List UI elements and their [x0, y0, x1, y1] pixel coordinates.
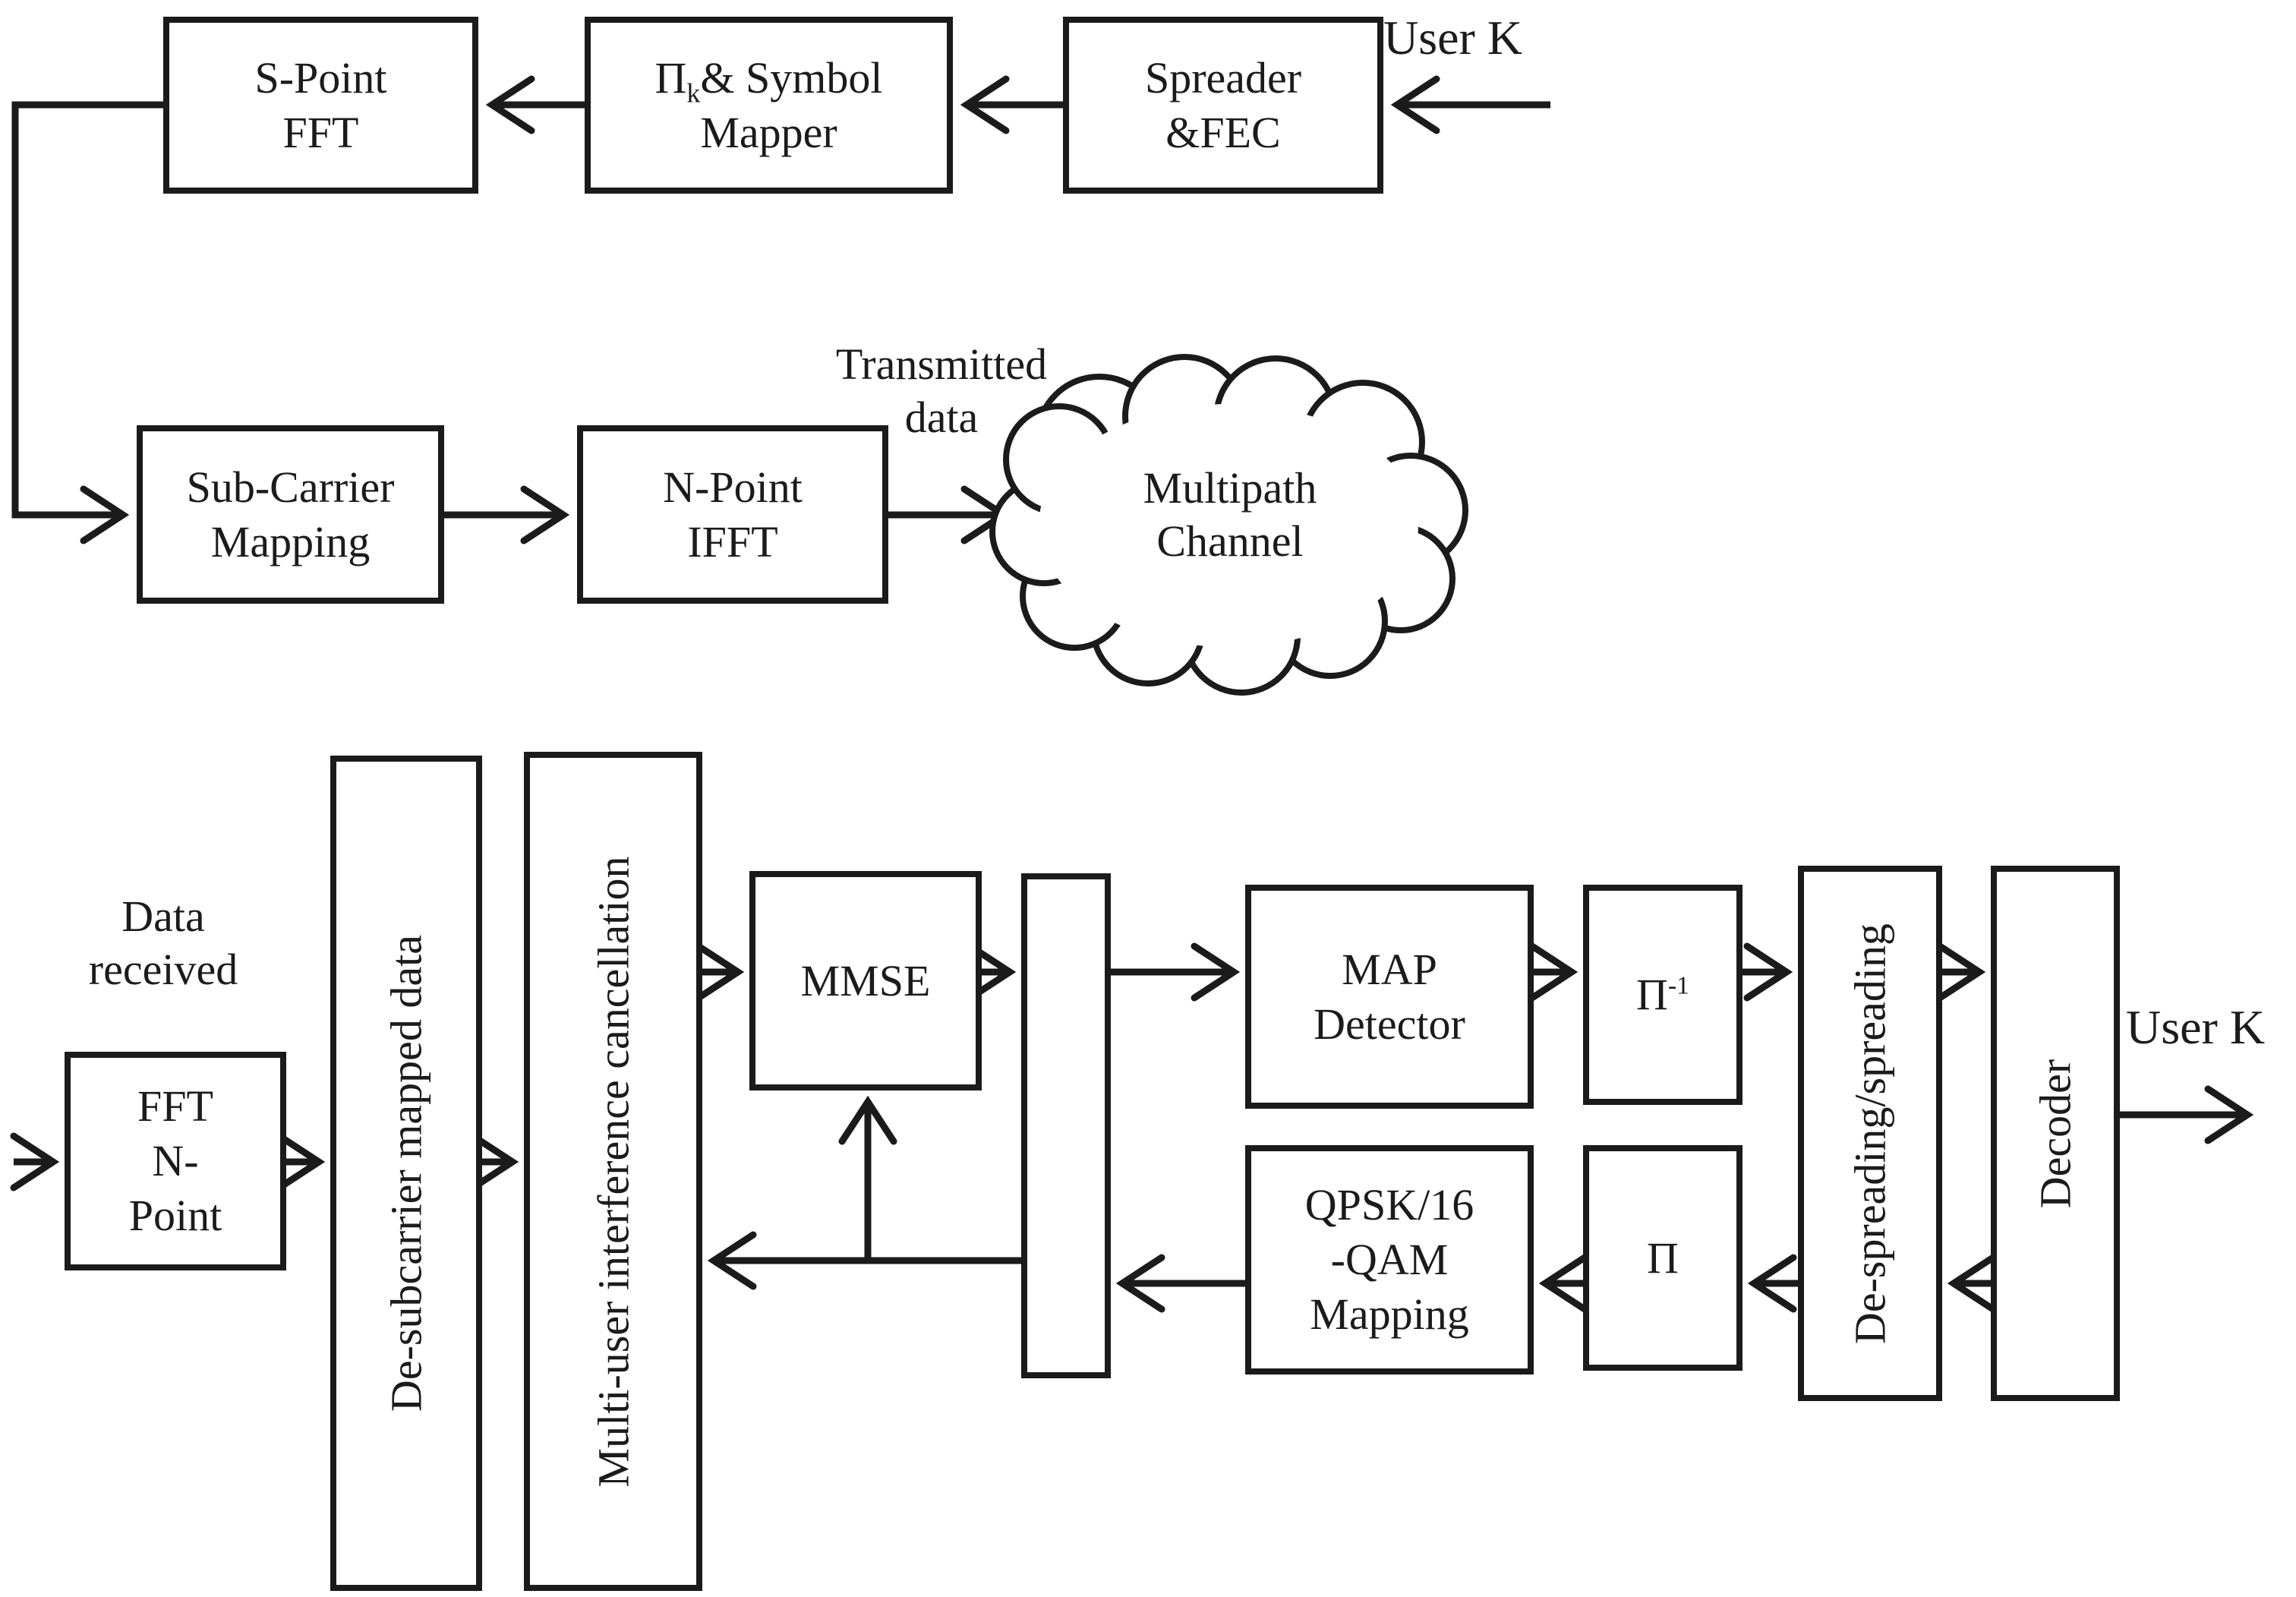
spreader-fec-label: Spreader &FEC: [1144, 52, 1302, 157]
user-k-output-label: User K: [2126, 1000, 2266, 1054]
pi-symbol: Π: [654, 52, 687, 103]
multiuser-cancellation-label: Multi-user interference cancellation: [588, 856, 638, 1487]
multipath-cloud: [989, 354, 1468, 696]
multiuser-cancellation-box: Multi-user interference cancellation: [524, 752, 702, 1591]
map-detector-box: MAP Detector: [1245, 885, 1534, 1109]
mapper-rest-label: & Symbol: [700, 52, 883, 103]
despreading-label: De-spreading/spreading: [1845, 923, 1895, 1344]
qpsk-qam-mapping-label: QPSK/16 -QAM Mapping: [1304, 1180, 1474, 1339]
user-k-input-label: User K: [1383, 11, 1523, 65]
multipath-channel-label: Multipath Channel: [1143, 463, 1317, 566]
spoint-fft-box: S-Point FFT: [163, 17, 478, 194]
fft-npoint-box: FFT N- Point: [65, 1052, 286, 1270]
data-received-label: Data received: [88, 892, 238, 994]
decoder-box: Decoder: [1991, 866, 2120, 1401]
mmse-label: MMSE: [800, 955, 931, 1005]
interleaver-symbol-mapper-box: Πk& Symbol Mapper: [585, 17, 953, 194]
desubcarrier-box: De-subcarrier mapped data: [330, 756, 482, 1591]
transmitted-data-label: Transmitted data: [835, 339, 1048, 442]
pi-inverse-symbol: Π: [1636, 970, 1668, 1020]
deinterleaver-line: Π-1: [1636, 967, 1689, 1022]
desubcarrier-label: De-subcarrier mapped data: [381, 934, 431, 1412]
npoint-ifft-box: N-Point IFFT: [577, 425, 888, 604]
subcarrier-mapping-label: Sub-Carrier Mapping: [186, 462, 395, 567]
npoint-ifft-label: N-Point IFFT: [663, 462, 803, 567]
fft-npoint-label: FFT N- Point: [128, 1081, 222, 1240]
buffer-box: [1021, 873, 1111, 1378]
pi-subscript: k: [686, 77, 701, 109]
subcarrier-mapping-box: Sub-Carrier Mapping: [137, 425, 444, 604]
spreader-fec-box: Spreader &FEC: [1063, 17, 1383, 194]
mmse-box: MMSE: [749, 871, 982, 1090]
wire-spointfft-to-subcarrier: [11, 101, 163, 544]
pi-inverse-exponent: -1: [1667, 971, 1689, 1000]
decoder-label: Decoder: [2030, 1059, 2080, 1208]
despreading-box: De-spreading/spreading: [1798, 866, 1942, 1401]
interleaver-label: Π: [1647, 1232, 1679, 1283]
qpsk-qam-mapping-box: QPSK/16 -QAM Mapping: [1245, 1145, 1534, 1374]
map-detector-label: MAP Detector: [1314, 944, 1465, 1049]
mapper-line2: Mapper: [700, 107, 837, 157]
deinterleaver-box: Π-1: [1583, 885, 1742, 1105]
spoint-fft-label: S-Point FFT: [254, 52, 387, 157]
mapper-line1: Πk& Symbol: [654, 51, 883, 109]
interleaver-box: Π: [1583, 1145, 1742, 1371]
